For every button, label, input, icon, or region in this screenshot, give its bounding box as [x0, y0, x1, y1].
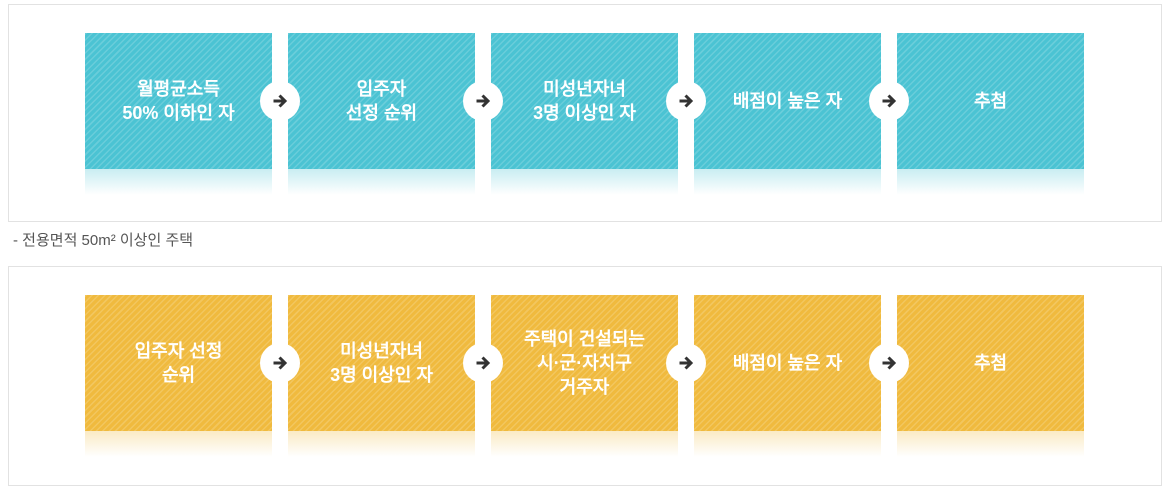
step-label-line: 배점이 높은 자: [732, 91, 843, 111]
flow-connector: [463, 33, 503, 169]
step-label: 추첨: [974, 89, 1007, 113]
flow-step-box: 추첨: [897, 33, 1084, 195]
step-label: 주택이 건설되는 시·군·자치구 거주자: [524, 327, 645, 399]
arrow-right-icon: [463, 81, 503, 121]
flow-step-box: 배점이 높은 자: [694, 295, 881, 457]
step-label-line: 입주자 선정: [134, 341, 223, 361]
flow-connector: [869, 33, 909, 169]
step-label: 월평균소득 50% 이하인 자: [122, 77, 234, 125]
flow-connector: [666, 295, 706, 431]
step-label-line: 3명 이상인 자: [330, 365, 433, 385]
step-label: 배점이 높은 자: [733, 89, 842, 113]
step-label-line: 50% 이하인 자: [122, 103, 235, 123]
arrow-right-icon: [869, 81, 909, 121]
flow-connector: [260, 295, 300, 431]
top-flow-panel: 월평균소득 50% 이하인 자 입주자 선정 순위: [8, 4, 1162, 222]
step-label-line: 거주자: [559, 377, 610, 397]
flow-step-box: 입주자 선정 순위: [288, 33, 475, 195]
arrow-right-icon: [463, 343, 503, 383]
step-label-line: 3명 이상인 자: [533, 103, 636, 123]
step-label-line: 시·군·자치구: [537, 353, 632, 373]
step-label-line: 배점이 높은 자: [732, 353, 843, 373]
flow-step-box: 추첨: [897, 295, 1084, 457]
step-label-line: 주택이 건설되는: [524, 329, 645, 349]
flow-step-box: 입주자 선정 순위: [85, 295, 272, 457]
step-label-line: 미성년자녀: [543, 79, 626, 99]
bottom-flow-panel: 입주자 선정 순위 미성년자녀 3명 이상인 자: [8, 266, 1162, 486]
section-note: - 전용면적 50m² 이상인 주택: [13, 232, 194, 249]
top-flow-row: 월평균소득 50% 이하인 자 입주자 선정 순위: [9, 5, 1161, 195]
arrow-right-icon: [869, 343, 909, 383]
step-label: 추첨: [974, 351, 1007, 375]
step-label: 배점이 높은 자: [733, 351, 842, 375]
flow-step-box: 배점이 높은 자: [694, 33, 881, 195]
arrow-right-icon: [666, 343, 706, 383]
flow-connector: [463, 295, 503, 431]
step-label: 미성년자녀 3명 이상인 자: [330, 339, 433, 387]
step-label-line: 추첨: [973, 353, 1008, 373]
arrow-right-icon: [666, 81, 706, 121]
flow-connector: [666, 33, 706, 169]
step-label: 미성년자녀 3명 이상인 자: [533, 77, 636, 125]
flow-step-box: 미성년자녀 3명 이상인 자: [491, 33, 678, 195]
flow-step-box: 미성년자녀 3명 이상인 자: [288, 295, 475, 457]
step-label-line: 입주자: [356, 79, 407, 99]
step-label-line: 추첨: [973, 91, 1008, 111]
step-label: 입주자 선정 순위: [346, 77, 417, 125]
step-label-line: 선정 순위: [345, 103, 418, 123]
arrow-right-icon: [260, 81, 300, 121]
step-label-line: 순위: [161, 365, 196, 385]
step-label: 입주자 선정 순위: [135, 339, 223, 387]
flow-connector: [869, 295, 909, 431]
bottom-flow-row: 입주자 선정 순위 미성년자녀 3명 이상인 자: [9, 267, 1161, 457]
step-label-line: 미성년자녀: [340, 341, 423, 361]
flow-connector: [260, 33, 300, 169]
flow-step-box: 주택이 건설되는 시·군·자치구 거주자: [491, 295, 678, 457]
step-label-line: 월평균소득: [137, 79, 220, 99]
flow-step-box: 월평균소득 50% 이하인 자: [85, 33, 272, 195]
arrow-right-icon: [260, 343, 300, 383]
